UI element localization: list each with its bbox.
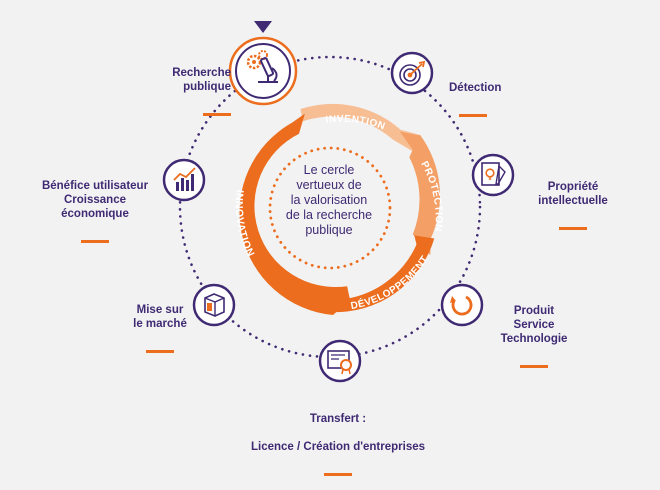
label-detection: Détection bbox=[449, 67, 501, 131]
certificate-icon bbox=[327, 350, 352, 375]
node-detection bbox=[390, 51, 434, 95]
invention-arc bbox=[300, 103, 421, 156]
orange-underline bbox=[203, 113, 231, 116]
target-icon bbox=[399, 60, 426, 86]
microscope-gears-icon bbox=[246, 50, 278, 83]
growth-chart-icon bbox=[173, 167, 196, 191]
orange-underline bbox=[146, 350, 174, 353]
orange-underline bbox=[559, 227, 587, 230]
box-icon bbox=[204, 293, 225, 317]
cycle-arrow-icon bbox=[450, 295, 473, 316]
label-produit: Produit Service Technologie bbox=[494, 290, 574, 382]
innovation-arc bbox=[239, 113, 350, 315]
protection-arc bbox=[399, 131, 441, 256]
node-recherche-publique bbox=[228, 36, 298, 106]
orange-underline bbox=[324, 473, 352, 476]
center-caption: Le cercle vertueux de la valorisation de… bbox=[285, 163, 373, 237]
pointer-triangle-icon bbox=[254, 21, 272, 33]
node-transfert bbox=[318, 339, 362, 383]
node-propriete-intellectuelle bbox=[471, 153, 515, 197]
node-benefice bbox=[162, 158, 206, 202]
label-transfert: Transfert : Licence / Création d'entrepr… bbox=[238, 398, 438, 490]
cycle-graphic: INVENTION PROTECTION DÉVELOPPEMENT INNOV… bbox=[162, 21, 515, 383]
label-propriete-intellectuelle: Propriété intellectuelle bbox=[528, 166, 618, 244]
label-recherche-publique: Recherche publique bbox=[163, 52, 231, 130]
valorisation-cycle-diagram: INVENTION PROTECTION DÉVELOPPEMENT INNOV… bbox=[30, 21, 618, 476]
inner-dotted-ring bbox=[268, 146, 392, 270]
orange-underline bbox=[520, 365, 548, 368]
label-mise-sur-marche: Mise sur le marché bbox=[128, 289, 192, 367]
node-mise-sur-marche bbox=[192, 283, 236, 327]
node-produit bbox=[440, 283, 484, 327]
label-benefice: Bénéfice utilisateur Croissance économiq… bbox=[30, 165, 160, 257]
orange-underline bbox=[459, 114, 487, 117]
orange-underline bbox=[81, 240, 109, 243]
document-lightbulb-icon bbox=[481, 162, 506, 186]
